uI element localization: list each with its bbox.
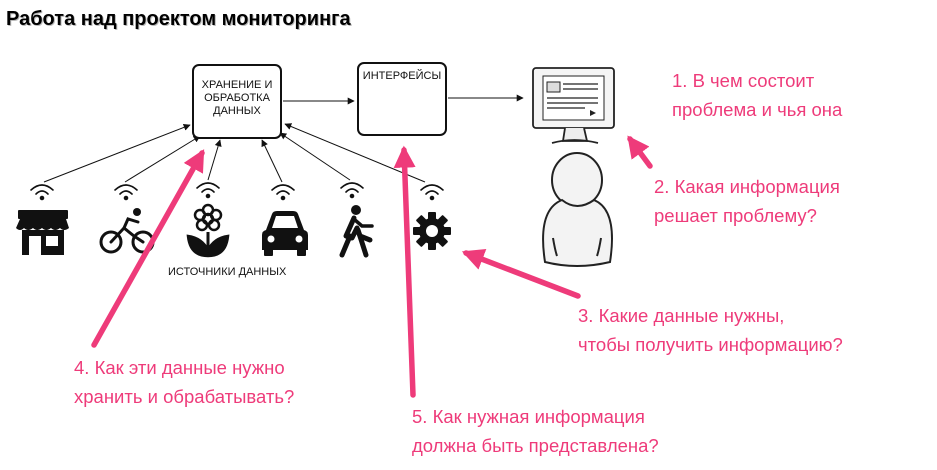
question-2-line: решает проблему? (654, 205, 817, 226)
page-title: Работа над проектом мониторинга (6, 8, 351, 30)
pointer-arrow-q3 (461, 249, 581, 299)
arrow-flower-to-storage (207, 139, 222, 181)
pedestrian-icon (339, 205, 374, 258)
question-4: 4. Как эти данные нужно хранить и обраба… (74, 353, 294, 411)
question-4-line: 4. Как эти данные нужно (74, 357, 285, 378)
storage-box-line: ХРАНЕНИЕ И (201, 79, 273, 91)
arrow-cyclist-to-storage (124, 135, 201, 183)
store-icon (16, 210, 69, 255)
cyclist-icon (99, 208, 155, 254)
interfaces-box: ИНТЕРФЕЙСЫ (357, 62, 447, 136)
arrow-pedestrian-to-storage (279, 132, 351, 181)
question-5: 5. Как нужная информация должна быть пре… (412, 402, 659, 460)
gear-icon (413, 212, 451, 250)
pointer-arrows (91, 135, 653, 398)
question-3-line: чтобы получить информацию? (578, 334, 843, 355)
question-1-line: проблема и чья она (672, 99, 843, 120)
wifi-icon (271, 184, 295, 201)
monitor-icon (532, 67, 615, 144)
question-5-line: должна быть представлена? (412, 435, 659, 456)
question-1-line: 1. В чем состоит (672, 70, 815, 91)
wifi-icon (340, 182, 364, 199)
storage-box-line: ОБРАБОТКА (204, 92, 270, 104)
question-4-line: хранить и обрабатывать? (74, 386, 295, 407)
sources-label: ИСТОЧНИКИ ДАННЫХ (168, 266, 287, 278)
wifi-icon (114, 184, 138, 201)
wifi-icon (196, 182, 220, 199)
pointer-arrow-q5 (393, 145, 416, 398)
car-icon (262, 211, 308, 256)
question-5-line: 5. Как нужная информация (412, 406, 645, 427)
question-2-line: 2. Какая информация (654, 176, 840, 197)
flower-icon (186, 203, 230, 258)
pointer-arrow-q4 (91, 149, 205, 348)
source-arrows (43, 94, 524, 183)
interfaces-box-label: ИНТЕРФЕЙСЫ (362, 70, 442, 82)
wifi-icon (420, 184, 444, 201)
question-2: 2. Какая информация решает проблему? (654, 172, 840, 230)
arrow-car-to-storage (261, 139, 283, 183)
wifi-icons (30, 182, 444, 201)
question-3: 3. Какие данные нужны, чтобы получить ин… (578, 301, 843, 359)
storage-processing-box: ХРАНЕНИЕ И ОБРАБОТКА ДАННЫХ (192, 64, 282, 139)
pointer-arrow-q2 (627, 135, 653, 169)
storage-box-line: ДАННЫХ (213, 105, 261, 117)
arrow-gear-to-storage (284, 123, 426, 183)
arrow-store-to-storage (43, 124, 191, 183)
question-1: 1. В чем состоит проблема и чья она (672, 66, 842, 124)
question-3-line: 3. Какие данные нужны, (578, 305, 785, 326)
person-icon (542, 152, 613, 267)
wifi-icon (30, 184, 54, 201)
